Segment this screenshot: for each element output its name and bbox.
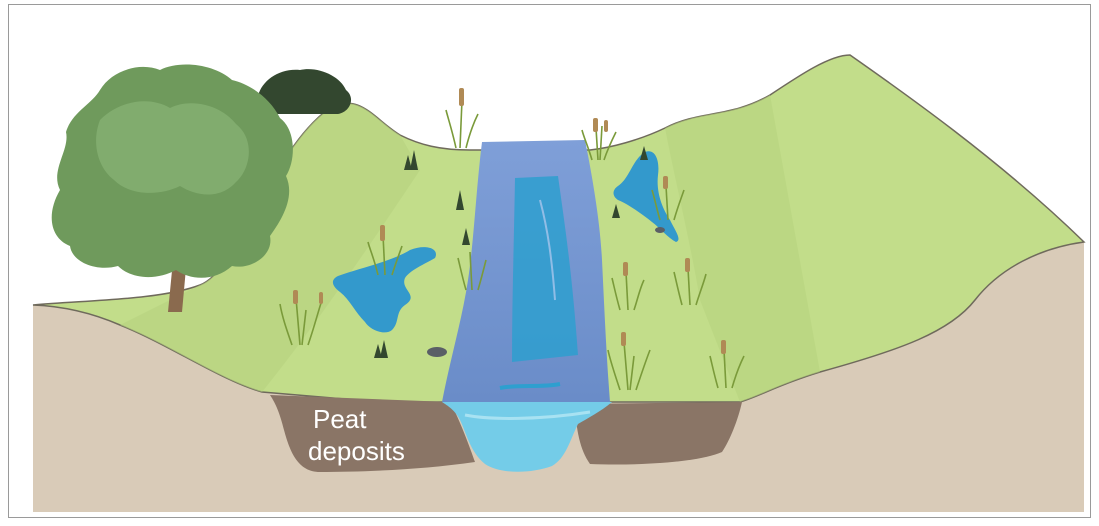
peat-deposits-label-line2: deposits — [308, 436, 405, 466]
rock-icon — [427, 347, 447, 357]
tree-foliage-highlight — [96, 101, 249, 194]
rock-small-icon — [655, 227, 665, 233]
reed-cluster-1 — [446, 88, 478, 148]
peat-deposits-label-line1: Peat — [313, 404, 367, 434]
